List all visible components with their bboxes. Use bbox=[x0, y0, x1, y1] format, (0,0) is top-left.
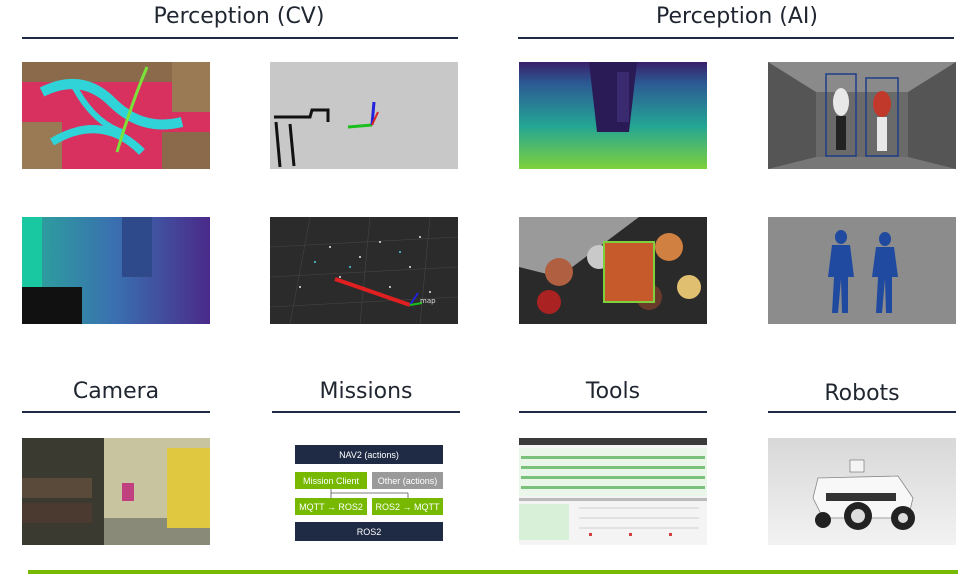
people-segmentation-image bbox=[768, 217, 956, 324]
footer-accent-line bbox=[28, 570, 958, 574]
pointcloud-map-label: map bbox=[420, 297, 436, 305]
costmap-image bbox=[22, 62, 210, 169]
section-title-perception-cv: Perception (CV) bbox=[153, 4, 325, 29]
section-rule-perception-cv bbox=[22, 37, 458, 39]
tools-timeline-image bbox=[519, 438, 707, 545]
pointcloud-map-image: map bbox=[270, 217, 458, 324]
missions-diagram: NAV2 (actions) Mission Client Other (act… bbox=[272, 438, 460, 545]
section-rule-tools bbox=[519, 411, 707, 413]
people-detection-image bbox=[768, 62, 956, 169]
other-actions-box: Other (actions) bbox=[372, 472, 443, 489]
section-title-robots: Robots bbox=[824, 381, 900, 406]
mission-client-box: Mission Client bbox=[295, 472, 367, 489]
section-title-tools: Tools bbox=[585, 379, 641, 404]
section-rule-missions bbox=[272, 411, 460, 413]
section-rule-perception-ai bbox=[518, 37, 954, 39]
section-title-missions: Missions bbox=[319, 379, 413, 404]
section-rule-camera bbox=[22, 411, 210, 413]
nav2-box: NAV2 (actions) bbox=[295, 445, 443, 464]
section-rule-robots bbox=[768, 411, 956, 413]
mqtt-to-ros2-box: MQTT → ROS2 bbox=[295, 498, 367, 515]
ros2-box: ROS2 bbox=[295, 522, 443, 541]
depth-estimation-image bbox=[519, 62, 707, 169]
section-title-perception-ai: Perception (AI) bbox=[655, 4, 818, 29]
warehouse-camera-image bbox=[22, 438, 210, 545]
section-title-camera: Camera bbox=[72, 379, 160, 404]
depth-map-image bbox=[22, 217, 210, 324]
ros2-to-mqtt-box: ROS2 → MQTT bbox=[372, 498, 443, 515]
object-pose-estimation-image bbox=[519, 217, 707, 324]
occupancy-grid-image bbox=[270, 62, 458, 169]
missions-connectors bbox=[330, 489, 409, 498]
robot-image bbox=[768, 438, 956, 545]
